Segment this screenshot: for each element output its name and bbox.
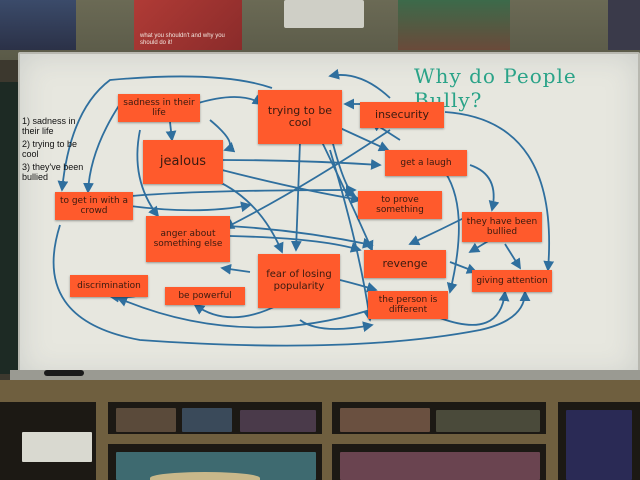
poster-caption: what you shouldn't and why you should do… (140, 33, 225, 46)
note-been-bullied: they have been bullied (462, 212, 542, 242)
arrow (339, 127, 390, 152)
note-be-powerful: be powerful (165, 287, 245, 305)
note-anger: anger about something else (146, 216, 230, 262)
note-trying-cool: trying to be cool (258, 90, 342, 144)
note-giving-attention: giving attention (472, 270, 552, 292)
book (182, 408, 232, 432)
arrow (444, 171, 460, 294)
reason-item: 2) trying to be cool (22, 139, 78, 159)
arrow (227, 225, 374, 249)
book (436, 410, 540, 432)
book (116, 408, 176, 432)
chair-back (150, 472, 260, 480)
arrow (504, 243, 521, 270)
arrow (220, 263, 251, 275)
marker-tray (10, 370, 640, 380)
arrow (57, 75, 273, 192)
arrow (116, 296, 371, 329)
arrow (328, 68, 391, 99)
arrow (444, 111, 555, 272)
book (340, 408, 430, 432)
bookshelf (0, 380, 640, 480)
note-insecurity: insecurity (360, 102, 444, 128)
note-fear-popularity: fear of losing popularity (258, 254, 340, 308)
arrow (209, 119, 236, 153)
board-title: Why do People Bully? (414, 64, 577, 112)
arrow (439, 290, 510, 326)
arrow (136, 129, 160, 218)
note-revenge: revenge (364, 250, 446, 278)
arrow (468, 239, 491, 253)
note-prove: to prove something (358, 191, 442, 219)
arrow (290, 141, 302, 252)
arrow (193, 303, 281, 319)
arrow (223, 129, 391, 229)
note-sadness: sadness in their life (118, 94, 200, 122)
green-panel (0, 82, 20, 374)
arrow (194, 94, 264, 105)
arrow (221, 169, 362, 204)
arrow (214, 179, 284, 254)
arrow (299, 319, 374, 333)
arrow (52, 224, 531, 347)
arrow (469, 164, 500, 212)
reasons-list: 1) sadness in their life 2) trying to be… (22, 116, 92, 185)
arrow (449, 261, 478, 274)
poster-left (0, 0, 76, 50)
poster-red: what you shouldn't and why you should do… (134, 0, 242, 50)
note-get-in-crowd: to get in with a crowd (55, 192, 133, 220)
reason-item: 1) sadness in their life (22, 116, 76, 136)
book (566, 410, 632, 480)
arrow (131, 184, 357, 197)
arrow (329, 149, 375, 322)
speaker-box (284, 0, 364, 28)
note-different: the person is different (368, 291, 448, 319)
arrow (221, 159, 382, 170)
arrow (83, 103, 121, 194)
note-jealous: jealous (143, 140, 223, 184)
arrow (339, 279, 378, 293)
poster-photo (398, 0, 510, 50)
arrow (165, 121, 177, 142)
reason-item: 3) they've been bullied (22, 162, 84, 182)
arrow (129, 201, 252, 213)
note-discrimination: discrimination (70, 275, 148, 297)
marker (44, 370, 84, 376)
book (340, 452, 540, 480)
poster-right (608, 0, 640, 50)
arrow (229, 235, 362, 253)
note-get-laugh: get a laugh (385, 150, 467, 176)
arrow (408, 214, 471, 246)
book (240, 410, 316, 432)
book-stack (22, 432, 92, 462)
